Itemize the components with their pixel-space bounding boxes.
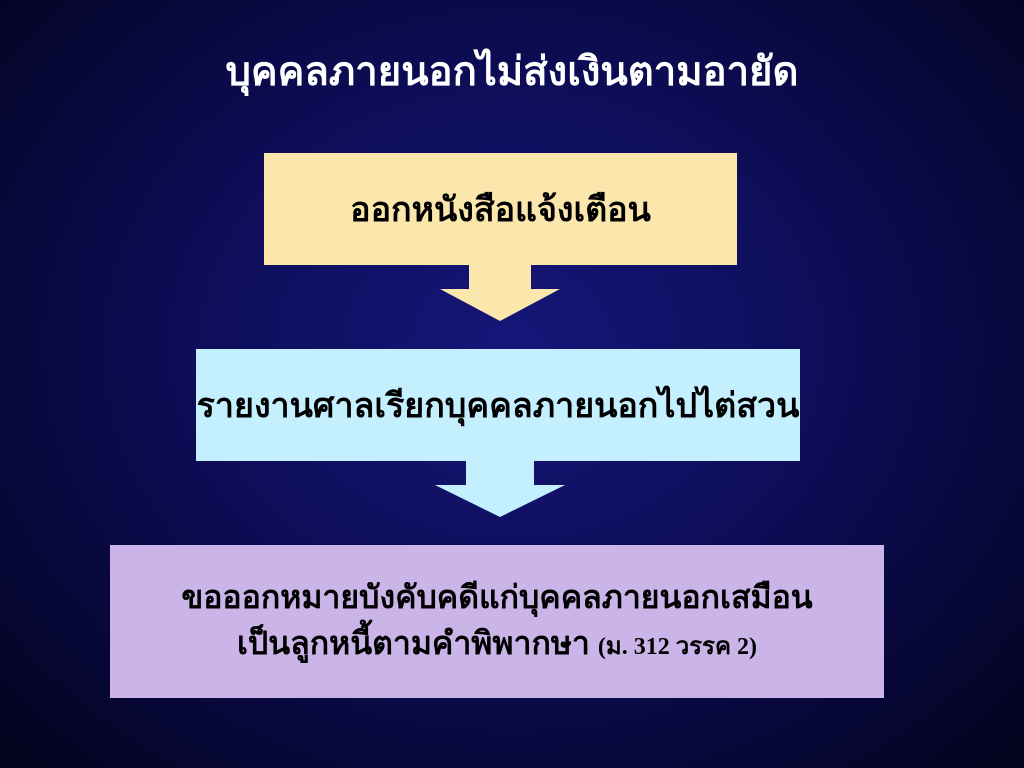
step-3-box: ขอออกหมายบังคับคดีแก่บุคคลภายนอกเสมือน เ…: [110, 545, 884, 698]
legal-reference: (ม. 312 วรรค 2): [597, 633, 757, 660]
step-2-text: รายงานศาลเรียกบุคคลภายนอกไปไต่สวน: [196, 388, 800, 425]
arrow-down-icon: [440, 264, 560, 321]
step-3-line-2-text: เป็นลูกหนี้ตามคำพิพากษา: [236, 624, 590, 661]
step-3-line-1: ขอออกหมายบังคับคดีแก่บุคคลภายนอกเสมือน: [181, 578, 813, 615]
step-2-box: รายงานศาลเรียกบุคคลภายนอกไปไต่สวน: [196, 349, 800, 461]
slide-title: บุคคลภายนอกไม่ส่งเงินตามอายัด: [225, 49, 799, 94]
step-1-box: ออกหนังสือแจ้งเตือน: [264, 153, 737, 265]
step-1-text: ออกหนังสือแจ้งเตือน: [350, 192, 651, 229]
arrow-down-icon: [435, 460, 565, 517]
step-3-line-2: เป็นลูกหนี้ตามคำพิพากษา (ม. 312 วรรค 2): [237, 620, 757, 670]
